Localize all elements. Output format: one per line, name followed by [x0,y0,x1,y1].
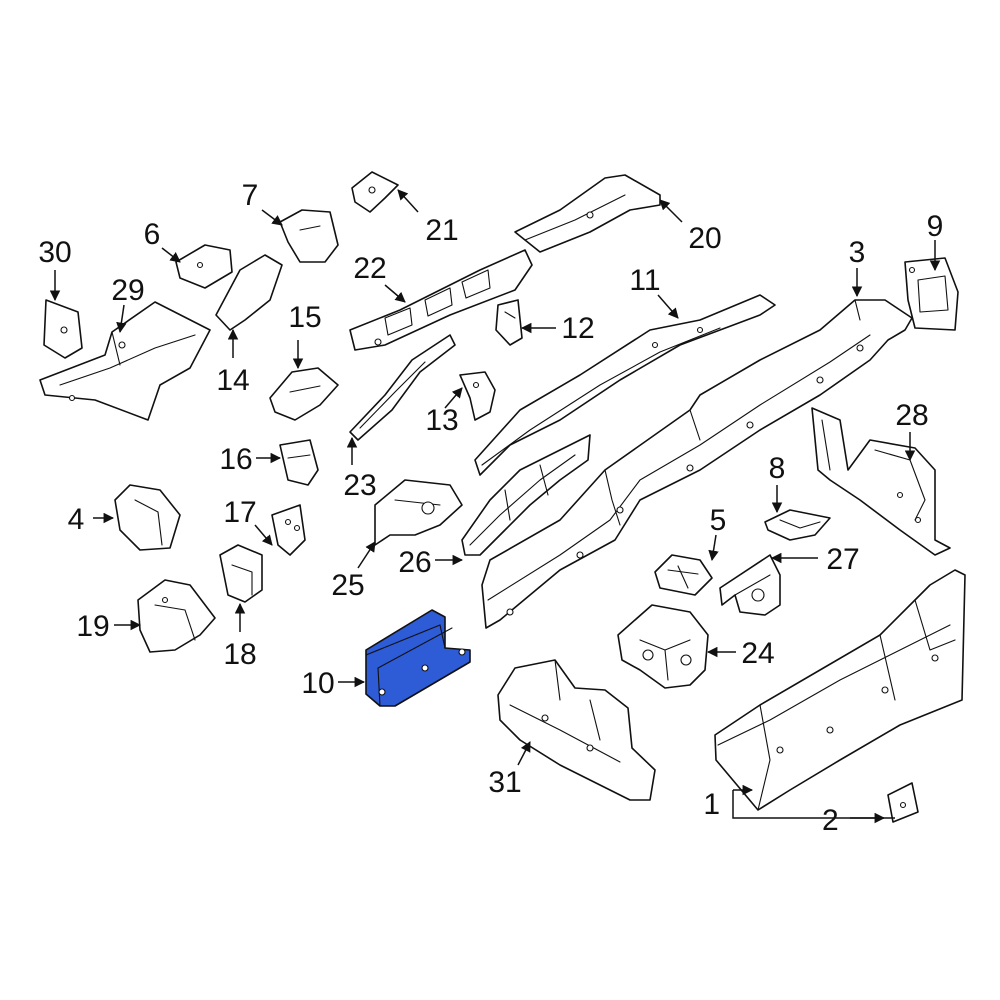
callout-27-label: 27 [826,543,859,576]
callout-3-label: 3 [849,236,866,269]
callout-11-label: 11 [629,264,660,297]
callout-26: 26 [398,546,464,579]
callout-17-label: 17 [223,496,256,529]
callout-20: 20 [659,199,722,255]
callout-12: 12 [520,312,595,345]
callout-9-label: 9 [927,210,944,243]
part-9-bracket[interactable] [904,257,959,331]
part-20-frame-upper[interactable] [514,174,661,253]
callout-2: 2 [822,804,886,837]
callout-22-label: 22 [353,252,386,285]
part-28-side-panel[interactable] [811,407,951,556]
part-21-bracket[interactable] [351,171,399,213]
part-5-mount[interactable] [654,554,713,596]
callout-24-label: 24 [741,637,774,670]
callout-15: 15 [288,301,322,370]
part-16-bracket[interactable] [279,439,319,486]
callout-13-label: 13 [425,404,458,437]
callout-12-label: 12 [561,312,594,345]
callout-18-label: 18 [223,638,256,671]
callout-18: 18 [223,602,257,671]
callout-11: 11 [629,264,679,319]
part-8-bracket[interactable] [764,509,831,541]
callout-6: 6 [144,218,181,263]
part-11-upper-rail[interactable] [474,294,776,476]
callout-27: 27 [770,543,860,576]
part-17-bracket[interactable] [271,504,306,556]
part-12-bracket[interactable] [495,299,523,346]
callout-10-label: 10 [301,667,334,700]
callout-8: 8 [769,452,786,514]
part-25-bracket[interactable] [374,479,463,546]
part-26-reinforcement[interactable] [461,434,591,556]
callout-28: 28 [895,399,929,462]
callout-5: 5 [708,504,727,562]
part-23-bracket[interactable] [349,334,456,441]
callout-2-label: 2 [822,804,839,837]
callout-25-label: 25 [331,569,364,602]
callout-23-label: 23 [343,469,376,502]
callout-4-label: 4 [68,503,85,536]
callout-19: 19 [76,610,142,643]
part-7-bracket[interactable] [279,209,339,263]
part-15-bracket[interactable] [269,367,339,421]
part-13-bracket[interactable] [459,371,496,421]
callout-4: 4 [68,503,115,536]
callout-9: 9 [927,210,944,272]
part-1-rear-frame[interactable] [714,569,966,811]
callout-13: 13 [425,387,463,437]
callout-20-label: 20 [688,222,721,255]
callout-21-label: 21 [425,214,458,247]
callout-8-label: 8 [769,452,786,485]
callout-7-label: 7 [242,179,259,212]
callout-14-label: 14 [216,364,249,397]
part-2-plate[interactable] [887,782,919,823]
callout-31-label: 31 [488,766,521,799]
part-24-mount[interactable] [617,604,709,689]
part-30-bracket[interactable] [43,299,83,359]
part-3-frame-rail[interactable] [481,299,913,629]
callout-29: 29 [111,274,145,334]
callout-14: 14 [216,328,250,397]
part-6-bracket[interactable] [175,244,233,289]
callout-19-label: 19 [76,610,109,643]
callout-1: 1 [703,784,895,821]
part-29-floor-section[interactable] [39,301,211,421]
part-4-bracket[interactable] [114,484,181,551]
part-19-bracket[interactable] [137,579,216,653]
callout-25: 25 [331,541,376,602]
callout-10: 10 [301,667,366,700]
callout-30-label: 30 [38,236,71,269]
callout-16: 16 [219,443,282,476]
part-27-bracket[interactable] [719,554,781,616]
callout-30: 30 [38,236,72,302]
callout-24: 24 [706,637,775,670]
callout-1-label: 1 [703,788,720,821]
callout-22: 22 [353,252,406,303]
callout-26-label: 26 [398,546,431,579]
callout-17: 17 [223,496,273,546]
callout-31: 31 [488,741,531,799]
callout-23: 23 [343,436,377,502]
callout-28-label: 28 [895,399,928,432]
callout-15-label: 15 [288,301,321,334]
part-14-gusset[interactable] [215,254,283,331]
part-10-channel-bracket[interactable] [365,609,471,707]
callout-6-label: 6 [144,218,161,251]
callout-7: 7 [242,179,283,226]
part-18-bracket[interactable] [219,544,263,603]
part-22-beam[interactable] [349,249,533,351]
callout-29-label: 29 [111,274,144,307]
callout-3: 3 [849,236,866,298]
callout-21: 21 [397,189,459,247]
callout-16-label: 16 [219,443,252,476]
callout-5-label: 5 [710,504,727,537]
